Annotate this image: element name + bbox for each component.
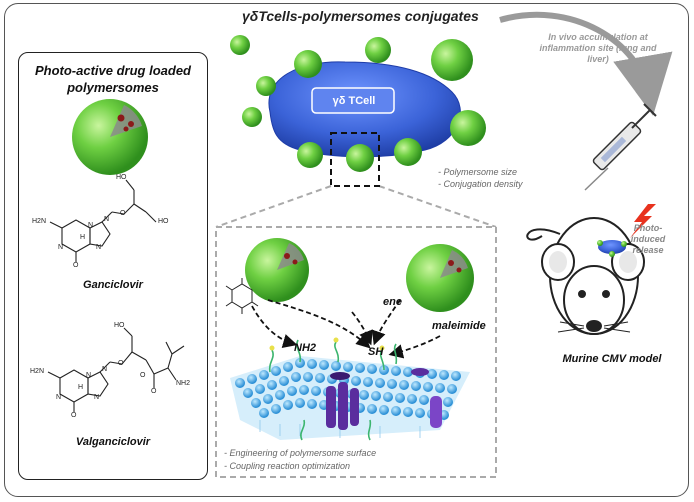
polymersome: [230, 35, 250, 55]
conjugated-polymersomes: [230, 35, 486, 172]
polymersome: [294, 50, 322, 78]
linker-heads: [269, 337, 385, 351]
atom-label: N: [94, 394, 100, 401]
photo-release-note: Photo-induced release: [630, 223, 666, 255]
inset-polymersome-left: [245, 238, 309, 302]
amine-label: NH2: [294, 342, 317, 354]
syringe-icon: [584, 103, 657, 191]
atom-label: HO: [114, 322, 125, 329]
atom-label: H2N: [32, 218, 47, 225]
zoom-box: [330, 132, 380, 187]
loaded-polymersome-icon: [72, 99, 148, 175]
thiol-label: SH: [368, 346, 384, 358]
left-panel-title: Photo-active drug loaded polymersomes: [34, 63, 191, 95]
note-polymersome-size: - Polymersome size: [438, 167, 518, 177]
mouse-tcell-icon: [597, 240, 627, 257]
atom-label: N: [86, 372, 92, 379]
tcell-label-box: [311, 87, 395, 114]
note-conjugation-density: - Conjugation density: [438, 179, 523, 189]
atom-label: NH2: [176, 380, 191, 387]
atom-label: H2N: [30, 368, 45, 375]
reaction-arrows: [251, 299, 441, 359]
atom-label: O: [120, 210, 126, 217]
atom-label: O: [71, 412, 77, 419]
atom-label: N: [56, 394, 62, 401]
polymersome: [431, 39, 473, 81]
atom-label: HO: [116, 174, 127, 181]
linker-chains: [268, 339, 398, 441]
atom-label: HO: [158, 218, 169, 225]
atom-label: H: [80, 234, 86, 241]
atom-label: O: [140, 372, 146, 379]
outer-frame: [4, 3, 689, 497]
atom-label: O: [118, 360, 124, 367]
polymersome: [346, 144, 374, 172]
valganciclovir-structure: [47, 327, 185, 412]
polymersome: [256, 76, 276, 96]
left-panel: [18, 52, 208, 480]
atom-label: N: [96, 244, 102, 251]
diagram-title: γδTcells-polymersomes conjugates: [242, 8, 479, 24]
polymersome: [242, 107, 262, 127]
atom-label: O: [73, 262, 79, 269]
atom-label: N: [104, 216, 110, 223]
polymersome: [450, 110, 486, 146]
polymersome: [297, 142, 323, 168]
maleimide-label: maleimide: [432, 320, 486, 332]
atom-label: H: [78, 384, 84, 391]
pentafluorophenyl-structure: [225, 278, 259, 314]
inset-polymersome-right: [406, 244, 474, 312]
zoom-connector-lines: [215, 185, 497, 228]
note-surface-engineering: - Engineering of polymersome surface: [224, 448, 377, 458]
note-coupling-optimization: - Coupling reaction optimization: [224, 461, 351, 471]
in-vivo-note: In vivo accumulation at inflammation sit…: [539, 32, 657, 64]
atom-label: N: [58, 244, 64, 251]
tcell-label: γδ TCell: [332, 95, 376, 107]
atom-label: O: [151, 388, 157, 395]
atom-label: N: [88, 222, 94, 229]
polymersome: [365, 37, 391, 63]
ene-label: ene: [383, 296, 402, 308]
in-vivo-arrow: [499, 11, 673, 116]
valganciclovir-label: Valganciclovir: [75, 436, 151, 448]
polymersome: [394, 138, 422, 166]
ganciclovir-label: Ganciclovir: [83, 279, 143, 291]
murine-model-label: Murine CMV model: [562, 353, 662, 365]
mouse-icon: [526, 217, 645, 335]
ganciclovir-structure: [49, 179, 157, 262]
atom-label: N: [102, 366, 108, 373]
lightning-icon: [630, 204, 656, 238]
membrane-proteins: [326, 368, 442, 430]
